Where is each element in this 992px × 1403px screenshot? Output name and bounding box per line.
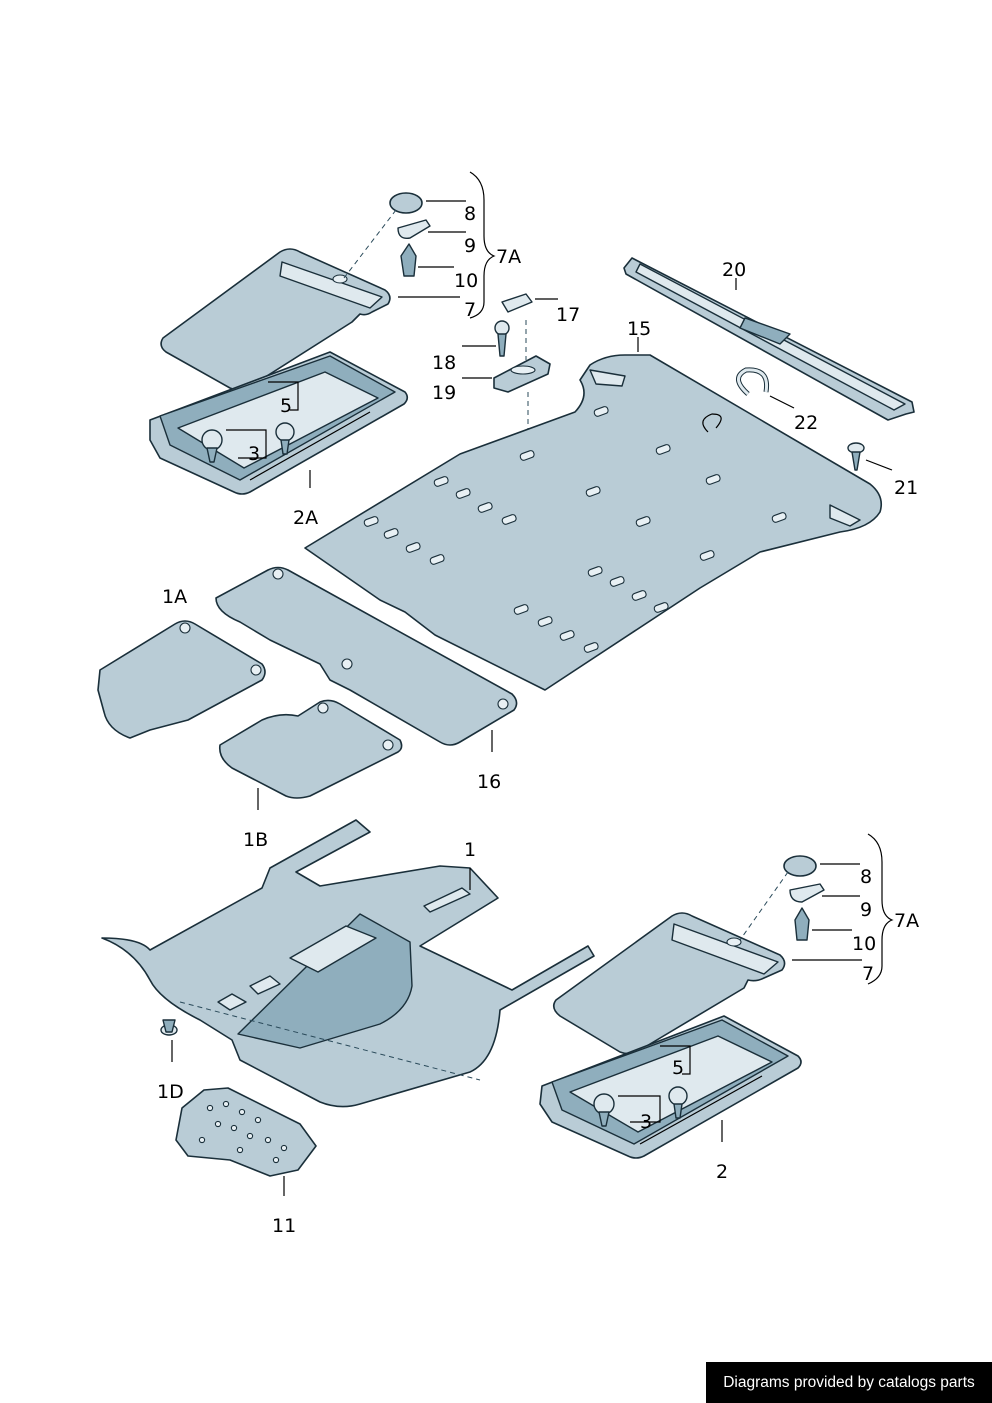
label-11: 11 — [272, 1215, 296, 1237]
sill-strip-20 — [623, 257, 915, 421]
label-7-top: 7 — [464, 299, 476, 321]
label-8-bottom: 8 — [860, 866, 872, 888]
bracket-19 — [493, 320, 551, 450]
label-16: 16 — [477, 771, 501, 793]
label-5-bottom: 5 — [672, 1057, 684, 1079]
label-2a: 2A — [293, 507, 318, 529]
fasteners-8-9-10-bottom — [739, 855, 825, 941]
label-7a-bottom: 7A — [894, 910, 919, 932]
screws-3-5-top — [201, 422, 295, 463]
label-8-top: 8 — [464, 203, 476, 225]
credit-banner: Diagrams provided by catalogs parts — [706, 1362, 992, 1403]
label-10-bottom: 10 — [852, 933, 876, 955]
leader-lines — [171, 171, 894, 1196]
cap-17 — [501, 293, 533, 313]
screw-21 — [847, 442, 865, 471]
label-1: 1 — [464, 839, 476, 861]
u-clip-22 — [736, 367, 770, 396]
label-19: 19 — [432, 382, 456, 404]
label-1d: 1D — [157, 1081, 184, 1103]
grid-mat-11 — [175, 1087, 317, 1177]
label-1b: 1B — [243, 829, 268, 851]
label-15: 15 — [627, 318, 651, 340]
label-3-top: 3 — [248, 443, 260, 465]
tray-2 — [539, 1015, 802, 1159]
load-floor-15 — [304, 354, 883, 691]
tray-2a — [149, 351, 409, 495]
grid-mat-holes — [198, 1100, 288, 1164]
label-7a-top: 7A — [496, 246, 521, 268]
credit-text: Diagrams provided by catalogs parts — [723, 1373, 975, 1391]
rear-mat-16 — [215, 566, 518, 746]
cover-plate-7-bottom — [552, 912, 786, 1055]
label-9-top: 9 — [464, 235, 476, 257]
label-22: 22 — [794, 412, 818, 434]
label-10-top: 10 — [454, 270, 478, 292]
label-5-top: 5 — [280, 395, 292, 417]
label-1a: 1A — [162, 586, 187, 608]
label-17: 17 — [556, 304, 580, 326]
fasteners-8-9-10-top — [343, 192, 431, 279]
part-labels: 8 9 10 7 7A 17 18 19 20 15 22 21 5 3 2A … — [157, 203, 919, 1237]
clip-1d — [160, 1019, 178, 1036]
floor-covering-1 — [101, 819, 595, 1108]
label-3-bottom: 3 — [640, 1111, 652, 1133]
label-2: 2 — [716, 1161, 728, 1183]
floor-mat-1b — [218, 699, 403, 799]
label-20: 20 — [722, 259, 746, 281]
label-7-bottom: 7 — [862, 963, 874, 985]
cover-plate-7-top — [160, 248, 391, 391]
screws-3-5-bottom — [593, 1086, 688, 1127]
label-21: 21 — [894, 477, 918, 499]
label-18: 18 — [432, 352, 456, 374]
screw-18 — [494, 320, 510, 357]
floor-mat-1a — [97, 620, 266, 739]
label-9-bottom: 9 — [860, 899, 872, 921]
floor-slots — [363, 406, 787, 653]
